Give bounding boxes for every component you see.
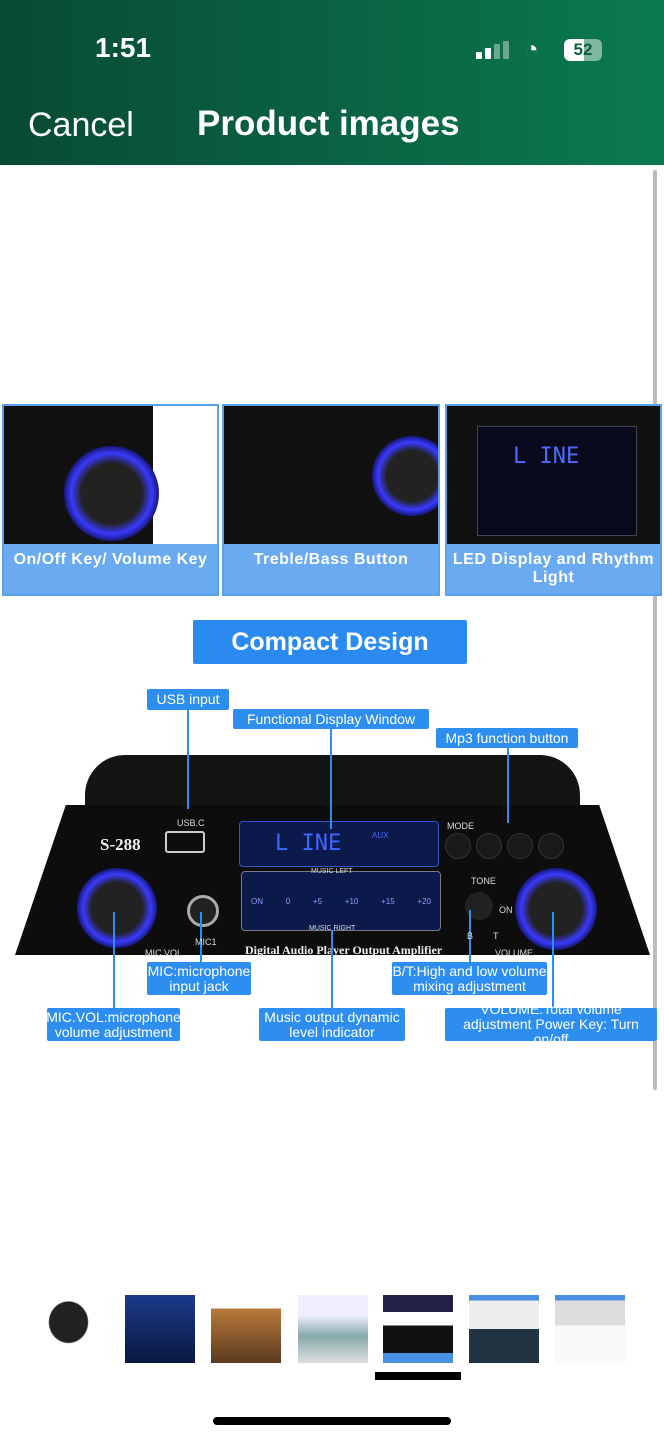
volume-knob	[515, 868, 597, 950]
home-indicator[interactable]	[213, 1417, 451, 1425]
mic-vol-label: MIC.VOL	[145, 948, 183, 958]
led-text: L INE	[513, 444, 580, 469]
battery-icon: 52	[564, 39, 602, 61]
callout-volume: VOLUME:Total volume adjustment Power Key…	[445, 1002, 657, 1047]
callout-display: Functional Display Window	[233, 709, 429, 729]
scrollbar[interactable]	[653, 170, 657, 1090]
compact-design-heading: Compact Design	[193, 620, 467, 664]
panel-caption: Treble/Bass Button	[224, 544, 438, 594]
panel-caption: LED Display and Rhythm Light	[447, 544, 660, 594]
callout-bt: B/T:High and low volume mixing adjustmen…	[392, 962, 547, 995]
panel-tone: Treble/Bass Button	[222, 404, 440, 596]
status-time: 1:51	[95, 32, 152, 63]
model-label: S-288	[100, 835, 141, 854]
panel-volume: On/Off Key/ Volume Key	[2, 404, 219, 596]
mic-vol-knob	[77, 868, 157, 948]
on-label: ON	[499, 905, 513, 915]
mic1-label: MIC1	[195, 937, 217, 947]
level-label: +5	[312, 897, 323, 906]
panel-caption: On/Off Key/ Volume Key	[4, 544, 217, 594]
mode-label: MODE	[447, 821, 474, 831]
callout-micvol: MIC.VOL:microphone volume adjustment	[46, 1008, 181, 1041]
thumbnail-5[interactable]	[383, 1295, 453, 1363]
t-label: T	[493, 931, 499, 941]
callout-usb: USB input	[147, 689, 229, 710]
callout-music: Music output dynamic level indicator	[259, 1008, 405, 1041]
display-text: L INE	[275, 831, 342, 856]
thumbnail-4[interactable]	[298, 1295, 368, 1363]
tone-label: TONE	[471, 876, 496, 886]
header	[0, 0, 664, 165]
device-tagline: Digital Audio Player Output Amplifier	[245, 943, 443, 957]
level-label: 0	[285, 897, 291, 906]
cancel-button[interactable]: Cancel	[28, 106, 134, 144]
level-label: +15	[381, 897, 395, 906]
volume-label: VOLUME	[495, 948, 534, 958]
thumbnail-6[interactable]	[469, 1295, 539, 1363]
thumbnail-1[interactable]	[37, 1295, 107, 1363]
aux-label: AUX	[372, 831, 389, 840]
panel-led: L INE LED Display and Rhythm Light	[445, 404, 662, 596]
amplifier-device: S-288 USB.C L INE AUX MUSIC LEFT MUSIC R…	[15, 755, 650, 960]
wifi-icon: ◔	[524, 36, 539, 63]
callout-mic: MIC:microphone input jack	[147, 962, 251, 995]
level-label: +10	[344, 897, 359, 906]
usb-label: USB.C	[177, 818, 205, 828]
b-label: B	[467, 931, 474, 941]
music-right-label: MUSIC RIGHT	[309, 925, 356, 932]
level-label: ON	[251, 897, 263, 906]
thumbnail-7[interactable]	[555, 1295, 625, 1363]
music-left-label: MUSIC LEFT	[311, 868, 353, 875]
thumbnail-3[interactable]	[211, 1295, 281, 1363]
callout-mp3: Mp3 function button	[436, 728, 578, 748]
level-label: +20	[417, 897, 431, 906]
selected-thumbnail-indicator	[375, 1372, 461, 1380]
signal-icon	[476, 41, 510, 59]
page-title: Product images	[197, 104, 460, 143]
thumbnail-2[interactable]	[125, 1295, 195, 1363]
